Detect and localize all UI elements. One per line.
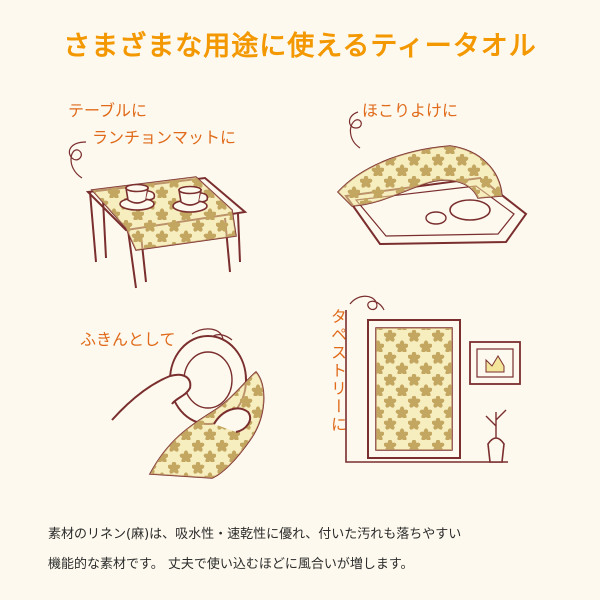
tapestry-illustration — [345, 310, 521, 463]
table-illustration — [85, 176, 248, 289]
use-label-dishcloth: ふきんとして — [80, 330, 176, 349]
dust-cover-illustration — [336, 145, 528, 246]
use-label-table-line2: ランチョンマットに — [92, 128, 237, 147]
use-label-tapestry: タペストリーに — [328, 308, 347, 434]
use-label-dust: ほこりよけに — [362, 101, 459, 120]
description: 素材のリネン(麻)は、吸水性・速乾性に優れ、付いた汚れも落ちやすい 機能的な素材… — [48, 520, 568, 580]
description-line1: 素材のリネン(麻)は、吸水性・速乾性に優れ、付いた汚れも落ちやすい — [48, 527, 462, 542]
page-title: さまざまな用途に使えるティータオル — [63, 31, 537, 62]
illustrations — [68, 111, 528, 479]
dishcloth-illustration — [111, 335, 265, 479]
description-line2: 機能的な素材です。 丈夫で使い込むほどに風合いが増します。 — [48, 557, 414, 572]
use-label-table-line1: テーブルに — [68, 101, 148, 120]
